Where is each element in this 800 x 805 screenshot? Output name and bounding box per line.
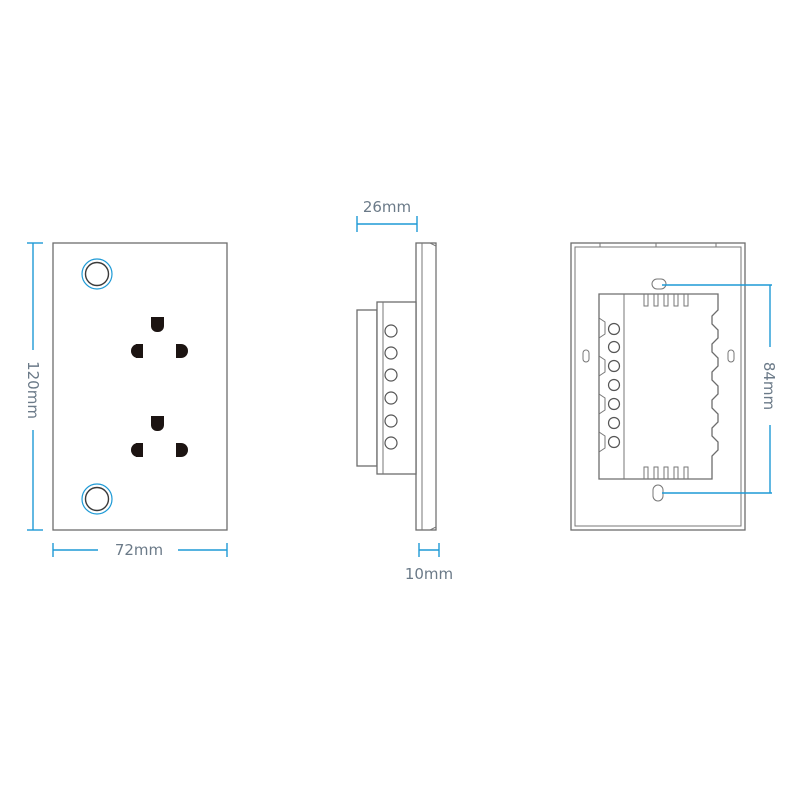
- back-view: 84mm: [570, 242, 778, 531]
- top-fins: [643, 294, 689, 307]
- mount-spacing-label: 84mm: [760, 362, 778, 410]
- thickness-dimension: [418, 543, 440, 557]
- mount-spacing-dimension: [662, 284, 772, 494]
- front-view: 120mm 72mm: [24, 242, 228, 559]
- side-terminals: [384, 324, 398, 450]
- depth-label: 26mm: [363, 198, 411, 216]
- upper-socket-outlet: [131, 317, 188, 358]
- front-plate: [52, 242, 228, 531]
- height-label: 120mm: [24, 361, 42, 419]
- top-mount-slot: [651, 278, 667, 290]
- side-plate: [415, 242, 437, 531]
- thickness-label: 10mm: [405, 565, 453, 583]
- width-label: 72mm: [115, 541, 163, 559]
- back-terminals: [598, 317, 621, 453]
- width-dimension: [52, 543, 228, 557]
- top-indicator-ring: [81, 258, 113, 290]
- depth-dimension: [356, 216, 418, 232]
- bottom-indicator-ring: [81, 483, 113, 515]
- bottom-fins: [643, 466, 689, 479]
- height-dimension: [27, 242, 43, 531]
- lower-socket-outlet: [131, 416, 188, 457]
- side-view: 26mm 10mm: [356, 198, 453, 583]
- side-body: [356, 309, 378, 467]
- back-housing: [598, 293, 719, 480]
